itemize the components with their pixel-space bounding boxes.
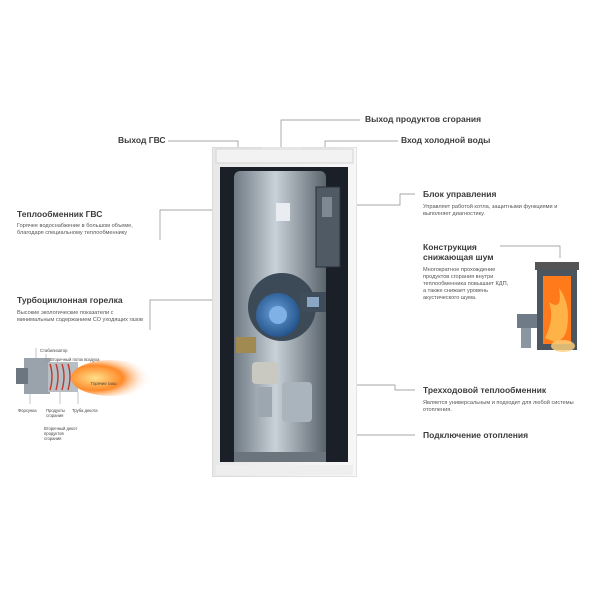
label-burner: Турбоциклонная горелка Высокие экологиче…: [17, 295, 147, 324]
leader-noise: [500, 245, 561, 258]
label-three-pass: Трехходовой теплообменник Является униве…: [423, 385, 583, 414]
dhw-hx-desc: Горячее водоснабжение в большом объеме, …: [17, 223, 133, 236]
leader-three-pass: [340, 384, 415, 391]
three-pass-desc: Является универсальным и подходит для лю…: [423, 400, 574, 413]
leader-control: [345, 193, 415, 206]
inset-nozzle: Форсунка: [18, 408, 37, 413]
inset-stabilizer: Стабилизатор: [40, 348, 68, 353]
inset-secondary-flow: Вторичный декот продуктов сгорания: [44, 426, 78, 441]
noise-illustration: [515, 258, 585, 358]
control-title: Блок управления: [423, 189, 497, 199]
dhw-hx-title: Теплообменник ГВС: [17, 209, 103, 219]
burner-illustration: Стабилизатор Вторичный поток воздуха Гор…: [16, 338, 156, 448]
boiler-illustration: [211, 144, 358, 478]
label-dhw-out: Выход ГВС: [118, 135, 166, 145]
inset-hot-gases: Горячие газы: [91, 381, 117, 386]
label-heating: Подключение отопления: [423, 430, 529, 440]
label-dhw-hx: Теплообменник ГВС Горячее водоснабжение …: [17, 209, 152, 237]
label-exhaust: Выход продуктов сгорания: [365, 114, 482, 124]
inset-flame-tube: Труба декота: [72, 408, 98, 413]
label-control: Блок управления Управляет работой котла,…: [423, 189, 583, 218]
label-noise: Конструкция снижающая шум Многократное п…: [423, 242, 509, 302]
leader-exhaust: [280, 119, 360, 147]
control-desc: Управляет работой котла, защитными функц…: [423, 204, 558, 217]
noise-desc: Многократное прохождение продуктов сгора…: [423, 267, 509, 301]
inset-secondary-air: Вторичный поток воздуха: [50, 357, 100, 362]
inset-combustion-products: Продукты сгорания: [46, 408, 65, 418]
noise-title: Конструкция снижающая шум: [423, 242, 494, 262]
three-pass-title: Трехходовой теплообменник: [423, 385, 547, 395]
label-cold-in: Вход холодной воды: [401, 135, 491, 145]
burner-title: Турбоциклонная горелка: [17, 295, 123, 305]
burner-desc: Высокие экологические показатели с миним…: [17, 310, 144, 323]
